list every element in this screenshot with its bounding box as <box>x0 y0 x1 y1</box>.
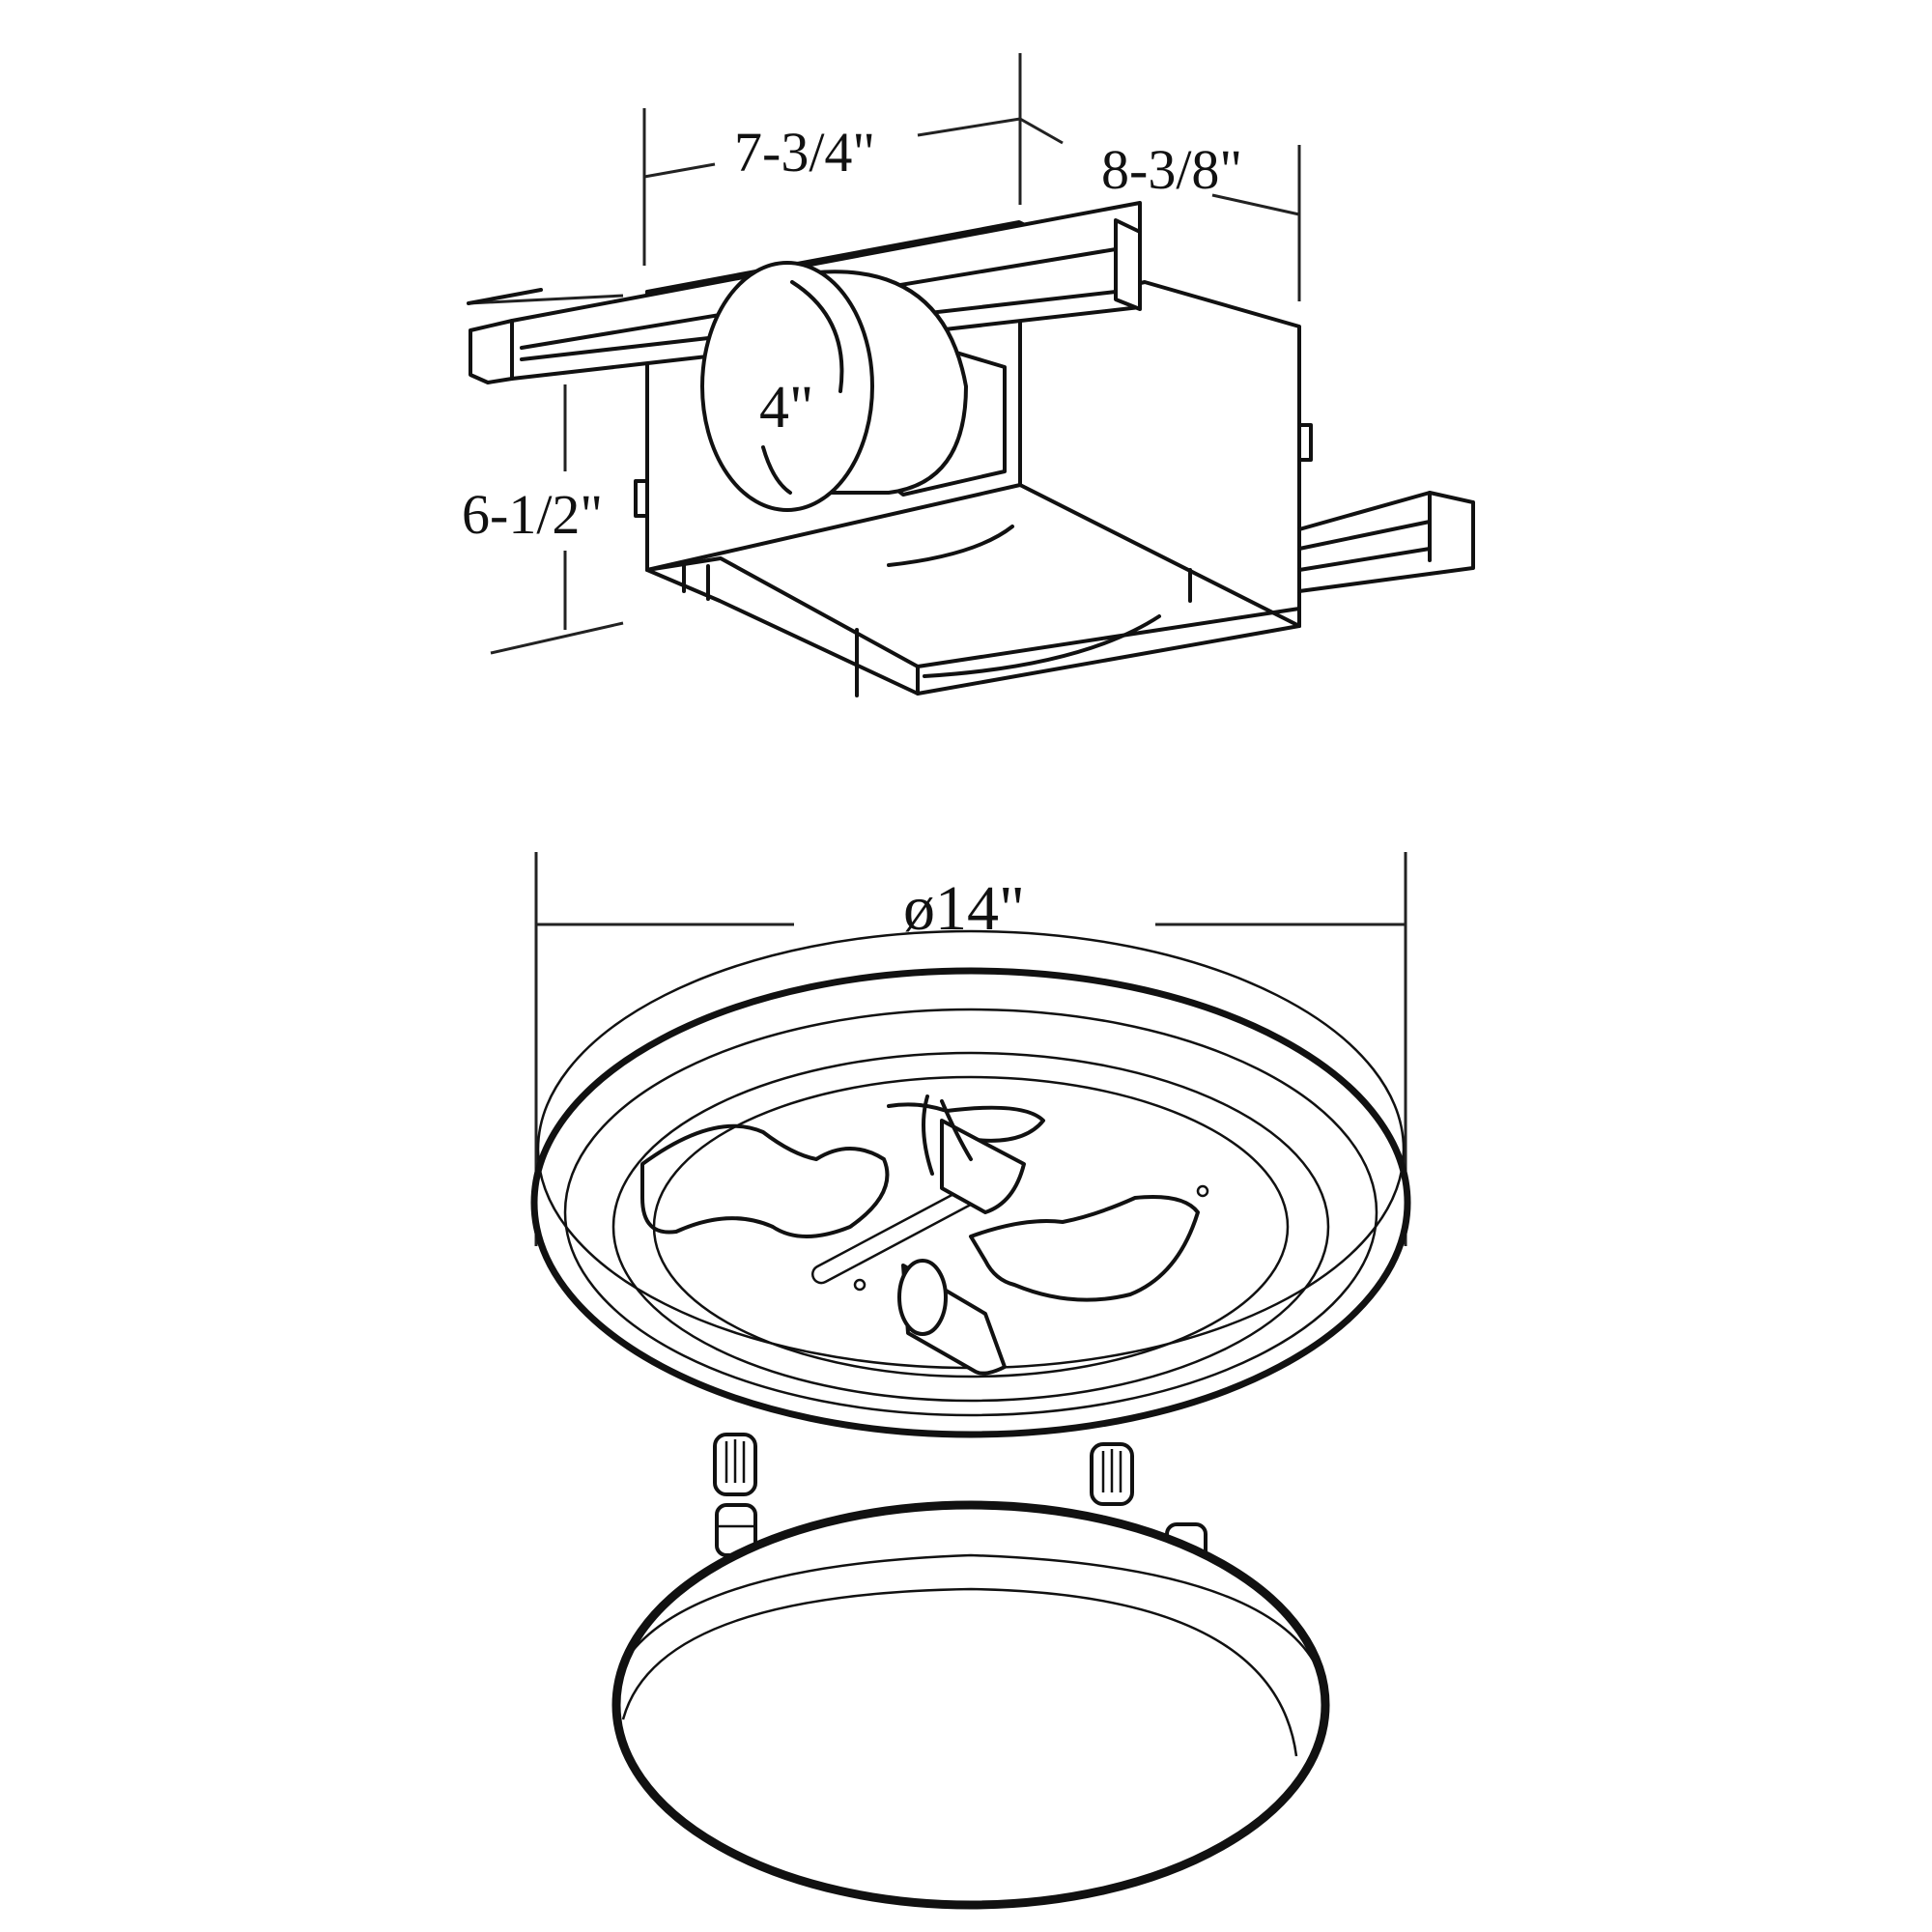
housing-width-label: 7-3/4" <box>734 121 875 184</box>
grille-plate <box>530 929 1411 1438</box>
mounting-bar-right <box>1297 491 1475 593</box>
grille-assembly: ø14" <box>530 852 1411 1438</box>
lens-cover <box>611 1500 1330 1910</box>
dimension-height <box>468 294 624 655</box>
lens-assembly <box>611 1433 1330 1910</box>
housing-depth-label: 8-3/8" <box>1101 138 1242 201</box>
lamp-socket-upper <box>922 1094 1026 1214</box>
dimension-width <box>642 53 1301 301</box>
housing-assembly: 7-3/4" 8-3/8" 6-1/2" <box>462 53 1475 697</box>
housing-height-label: 6-1/2" <box>462 483 603 546</box>
duct-diameter-label: 4" <box>759 375 813 440</box>
lamp-socket-lower <box>853 1184 1209 1376</box>
knob-nut-left <box>713 1433 757 1496</box>
knob-nut-right <box>1090 1442 1134 1506</box>
duct-collar <box>700 261 1007 512</box>
